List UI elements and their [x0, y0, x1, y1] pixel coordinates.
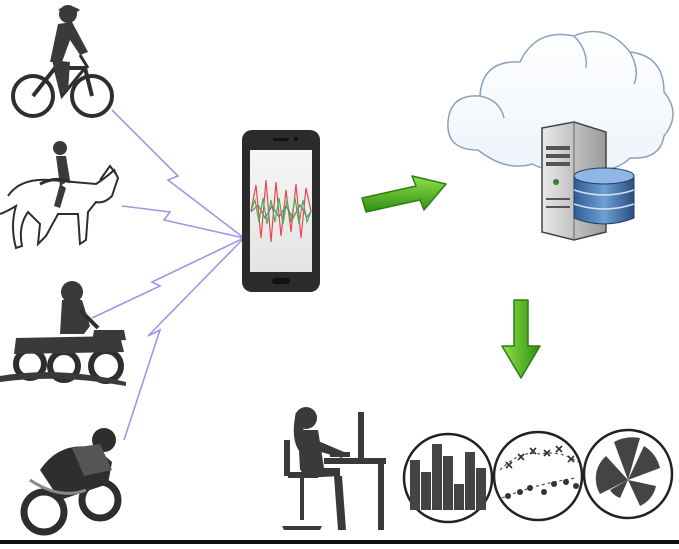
- cloud-icon: [447, 30, 674, 172]
- bar-6: [465, 452, 475, 510]
- rider-links: [91, 109, 245, 441]
- upload-arrow-icon: [361, 175, 447, 213]
- horse-rider-icon: [0, 141, 120, 250]
- signal-waves: [250, 179, 312, 243]
- link-atv-rider: [91, 237, 245, 319]
- signal-gray: [250, 203, 312, 220]
- download-arrow-icon: [501, 299, 541, 379]
- bar-4: [443, 456, 453, 510]
- scatter-plot-icon: [492, 430, 584, 522]
- smartphone-icon: [242, 130, 320, 292]
- link-cyclist: [111, 109, 245, 239]
- ground-line: [0, 540, 679, 544]
- analyst-at-desk-icon: [282, 407, 386, 530]
- bar-1: [410, 460, 420, 510]
- motorcyclist-icon: [20, 428, 122, 536]
- scatter-markers-dot: [505, 479, 579, 499]
- bar-2: [421, 472, 431, 510]
- link-horse-rider: [121, 205, 245, 239]
- signal-red: [250, 179, 312, 243]
- bar-5: [454, 484, 464, 510]
- bar-7: [476, 468, 486, 510]
- cyclist-icon: [11, 5, 114, 118]
- link-motorcyclist: [123, 237, 245, 441]
- bar-chart-icon: [402, 432, 494, 524]
- bar-3: [432, 444, 442, 510]
- polar-chart-icon: [582, 428, 674, 520]
- scatter-markers-x: [505, 445, 575, 469]
- database-icon: [573, 167, 635, 225]
- atv-rider-icon: [0, 281, 126, 386]
